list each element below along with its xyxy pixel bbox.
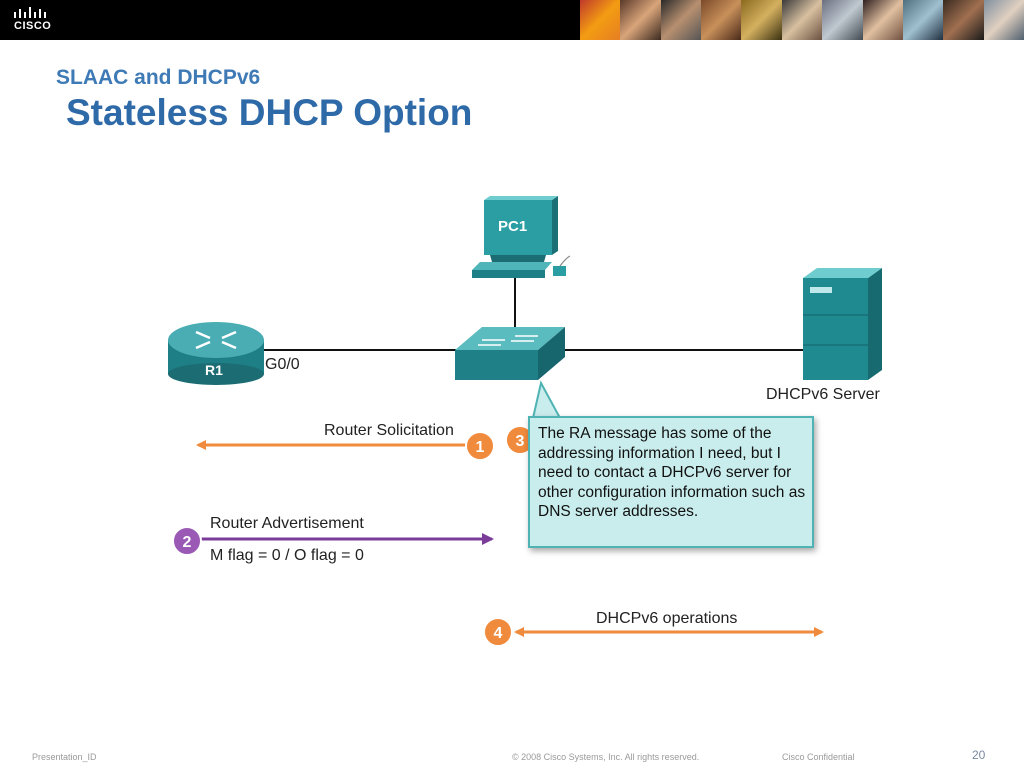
flags-label: M flag = 0 / O flag = 0 <box>210 547 364 564</box>
callout-text: The RA message has some of the addressin… <box>538 425 806 520</box>
svg-text:3: 3 <box>516 433 525 450</box>
dhcpv6-operations-label: DHCPv6 operations <box>596 610 738 627</box>
slide-subtitle: SLAAC and DHCPv6 <box>56 66 261 89</box>
step-badge-4: 4 <box>483 617 513 647</box>
cisco-logo-icon <box>14 7 46 18</box>
callout-pointer <box>531 380 562 419</box>
header-photo <box>620 0 661 40</box>
header-photo <box>781 0 823 40</box>
router-solicitation-label: Router Solicitation <box>324 422 454 439</box>
header-photo <box>902 0 944 40</box>
pc-label: PC1 <box>498 218 528 235</box>
router-label: R1 <box>205 362 223 378</box>
step-badge-2: 2 <box>172 526 202 556</box>
server-label: DHCPv6 Server <box>766 386 880 403</box>
logo-text: CISCO <box>14 20 52 32</box>
slide-title: Stateless DHCP Option <box>66 92 473 133</box>
header-photo <box>660 0 702 40</box>
footer-copyright: © 2008 Cisco Systems, Inc. All rights re… <box>512 752 700 762</box>
header-photo <box>580 0 621 40</box>
header-photo <box>822 0 863 40</box>
pc-icon <box>472 196 571 278</box>
header-photo <box>862 0 903 40</box>
step-badge-1: 1 <box>465 431 495 461</box>
router-advertisement-label: Router Advertisement <box>210 515 364 532</box>
svg-text:4: 4 <box>494 625 503 642</box>
router-icon <box>168 322 264 385</box>
page-number: 20 <box>972 748 986 762</box>
header-bar: CISCO <box>0 0 1024 40</box>
ra-message-callout: The RA message has some of the addressin… <box>528 416 814 548</box>
svg-text:2: 2 <box>183 534 192 551</box>
header-photo <box>701 0 742 40</box>
switch-icon <box>455 327 565 380</box>
header-photo-strip <box>580 0 1024 40</box>
footer-presentation-id: Presentation_ID <box>32 752 97 762</box>
footer-confidential: Cisco Confidential <box>782 752 855 762</box>
interface-label: G0/0 <box>265 356 300 373</box>
header-photo <box>983 0 1024 40</box>
svg-text:1: 1 <box>476 439 485 456</box>
header-photo <box>943 0 984 40</box>
header-photo <box>741 0 782 40</box>
server-icon <box>803 268 882 380</box>
